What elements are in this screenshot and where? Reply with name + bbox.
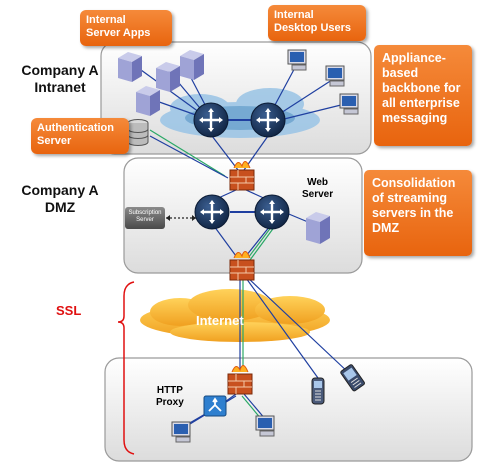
intranet-zone-label: Company A Intranet (21, 62, 99, 95)
auth-server-callout: Authentication Server (31, 118, 129, 154)
server-icon (180, 50, 204, 80)
pda-icon (340, 364, 365, 392)
internet-label: Internet (196, 313, 244, 328)
firewall-icon (229, 161, 255, 191)
firewall-icon (229, 251, 255, 281)
firewall-icon (227, 365, 253, 395)
streaming-callout: Consolidation of streaming servers in th… (364, 170, 472, 256)
appliance-icon (194, 194, 230, 230)
server-icon (118, 52, 142, 82)
appliance-icon (193, 102, 229, 138)
desktop-icon (171, 421, 191, 443)
desktop-icon (325, 65, 345, 87)
database-icon (127, 119, 149, 146)
backbone-callout: Appliance- based backbone for all enterp… (374, 45, 472, 146)
external-panel (104, 357, 473, 462)
desktop-icon (255, 415, 275, 437)
desktop-icon (287, 49, 307, 71)
desktop-icon (339, 93, 359, 115)
ssl-label: SSL (56, 303, 82, 318)
server-icon (156, 62, 180, 92)
proxy-router-icon (203, 395, 227, 417)
appliance-icon (250, 102, 286, 138)
mobile-phone-icon (311, 377, 325, 405)
appliance-icon (254, 194, 290, 230)
desktop-users-callout: Internal Desktop Users (268, 5, 366, 41)
web-server-icon (306, 212, 330, 244)
web-server-label: Web Server (302, 177, 334, 200)
http-proxy-label: HTTP Proxy (156, 385, 184, 408)
server-icon (136, 86, 160, 116)
server-apps-callout: Internal Server Apps (80, 10, 172, 46)
ssl-bracket (117, 281, 135, 455)
dmz-zone-label: Company A DMZ (21, 182, 99, 215)
subscription-server-label: Subscription Server (125, 207, 165, 229)
